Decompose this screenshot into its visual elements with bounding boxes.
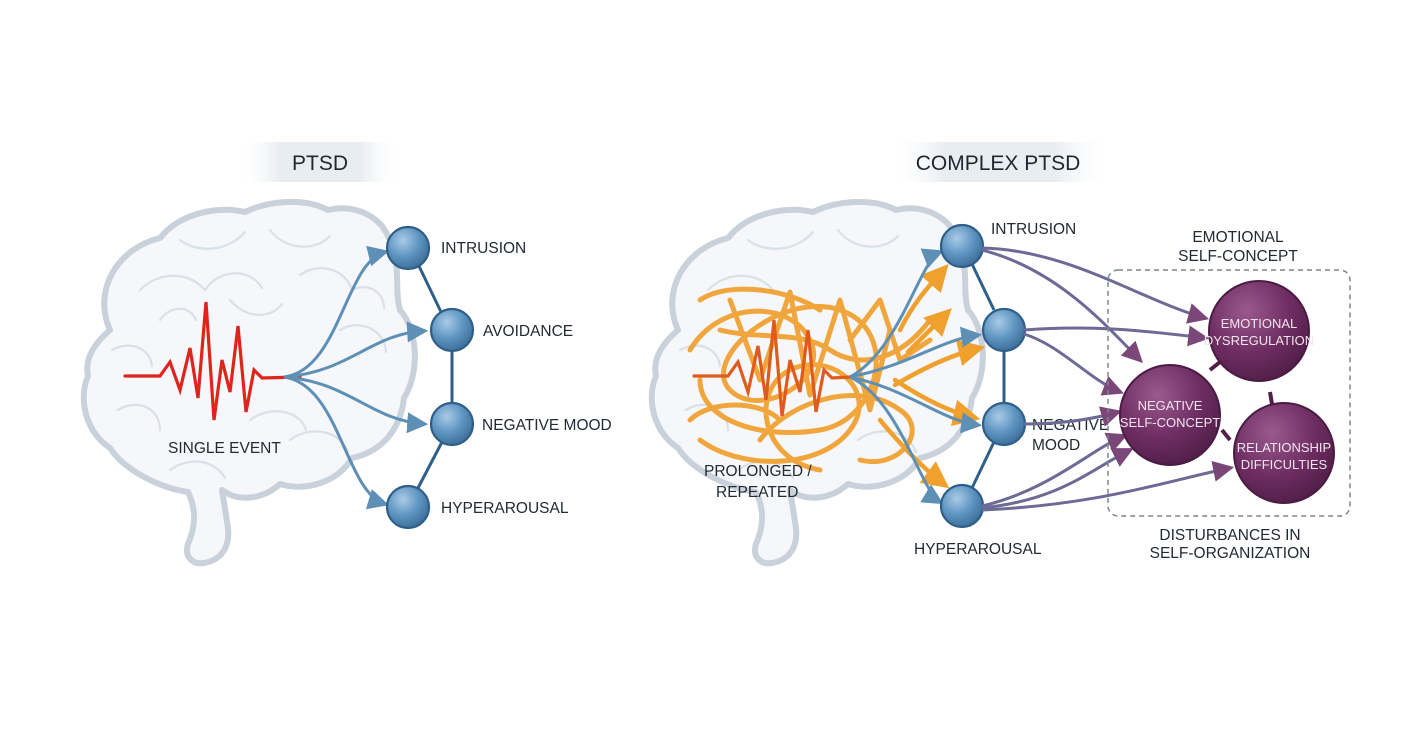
ptsd-negative-mood-label: NEGATIVE MOOD xyxy=(482,417,612,434)
ptsd-brain xyxy=(80,199,418,567)
cptsd-intrusion-label: INTRUSION xyxy=(991,221,1076,238)
dso-emotional-label-line1: EMOTIONAL xyxy=(1221,316,1298,331)
ptsd-panel: PTSD SINGLE EVENT xyxy=(80,142,612,567)
ptsd-single-event-spike xyxy=(123,301,302,421)
dso-relationship-label-line2: DIFFICULTIES xyxy=(1241,457,1328,472)
dso-bottom-label-line1: DISTURBANCES IN xyxy=(1159,527,1300,544)
cptsd-title-backdrop xyxy=(890,142,1110,182)
ptsd-avoidance-node xyxy=(429,307,475,353)
cptsd-avoidance-node xyxy=(981,307,1027,353)
cptsd-event-spike xyxy=(692,319,852,417)
cptsd-intrusion-node xyxy=(939,223,985,269)
dso-emotional-dysregulation-node xyxy=(1208,280,1310,382)
cptsd-symptom-nodes xyxy=(939,223,1027,529)
ptsd-arrows xyxy=(283,245,429,510)
dso-top-label-line1: EMOTIONAL xyxy=(1192,229,1284,246)
ptsd-avoidance-label: AVOIDANCE xyxy=(483,323,573,340)
ptsd-intrusion-label: INTRUSION xyxy=(441,240,526,257)
dso-negative-label-line1: NEGATIVE xyxy=(1138,398,1203,413)
ptsd-symptom-nodes xyxy=(385,225,475,530)
cptsd-event-label-line2: REPEATED xyxy=(716,484,798,501)
dso-emotional-label-line2: DYSREGULATION xyxy=(1204,333,1314,348)
dso-negative-label-line2: SELF-CONCEPT xyxy=(1120,415,1220,430)
cptsd-blue-arrows xyxy=(849,248,983,505)
ptsd-event-label: SINGLE EVENT xyxy=(168,440,281,457)
dso-relationship-difficulties-node xyxy=(1233,402,1335,504)
ptsd-intrusion-node xyxy=(385,225,431,271)
ptsd-node-links xyxy=(416,263,454,489)
ptsd-hyperarousal-label: HYPERAROUSAL xyxy=(441,500,569,517)
dso-negative-self-concept-node xyxy=(1119,364,1221,466)
ptsd-title-backdrop xyxy=(240,142,400,182)
cptsd-node-links xyxy=(970,263,1006,489)
cptsd-title: COMPLEX PTSD xyxy=(916,152,1081,175)
dso-bottom-label-line2: SELF-ORGANIZATION xyxy=(1150,545,1311,562)
cptsd-negative-mood-label-line2: MOOD xyxy=(1032,437,1080,454)
cptsd-hyperarousal-label: HYPERAROUSAL xyxy=(914,541,1042,558)
ptsd-negative-mood-node xyxy=(429,401,475,447)
ptsd-title: PTSD xyxy=(292,152,348,175)
cptsd-panel: COMPLEX PTSD xyxy=(648,142,1351,567)
cptsd-hyperarousal-node xyxy=(939,483,985,529)
dso-top-label-line2: SELF-CONCEPT xyxy=(1178,248,1298,265)
cptsd-negative-mood-label-line1: NEGATIVE xyxy=(1032,417,1109,434)
cptsd-negative-mood-node xyxy=(981,401,1027,447)
ptsd-hyperarousal-node xyxy=(385,484,431,530)
cptsd-event-label-line1: PROLONGED / xyxy=(704,463,812,480)
dso-relationship-label-line1: RELATIONSHIP xyxy=(1237,440,1331,455)
cptsd-tangle xyxy=(687,286,933,473)
ptsd-brain-outline xyxy=(80,199,418,567)
dso-dashed-box xyxy=(1107,269,1351,517)
cptsd-dso-arrows xyxy=(981,246,1235,512)
dso-nodes xyxy=(1119,280,1335,504)
